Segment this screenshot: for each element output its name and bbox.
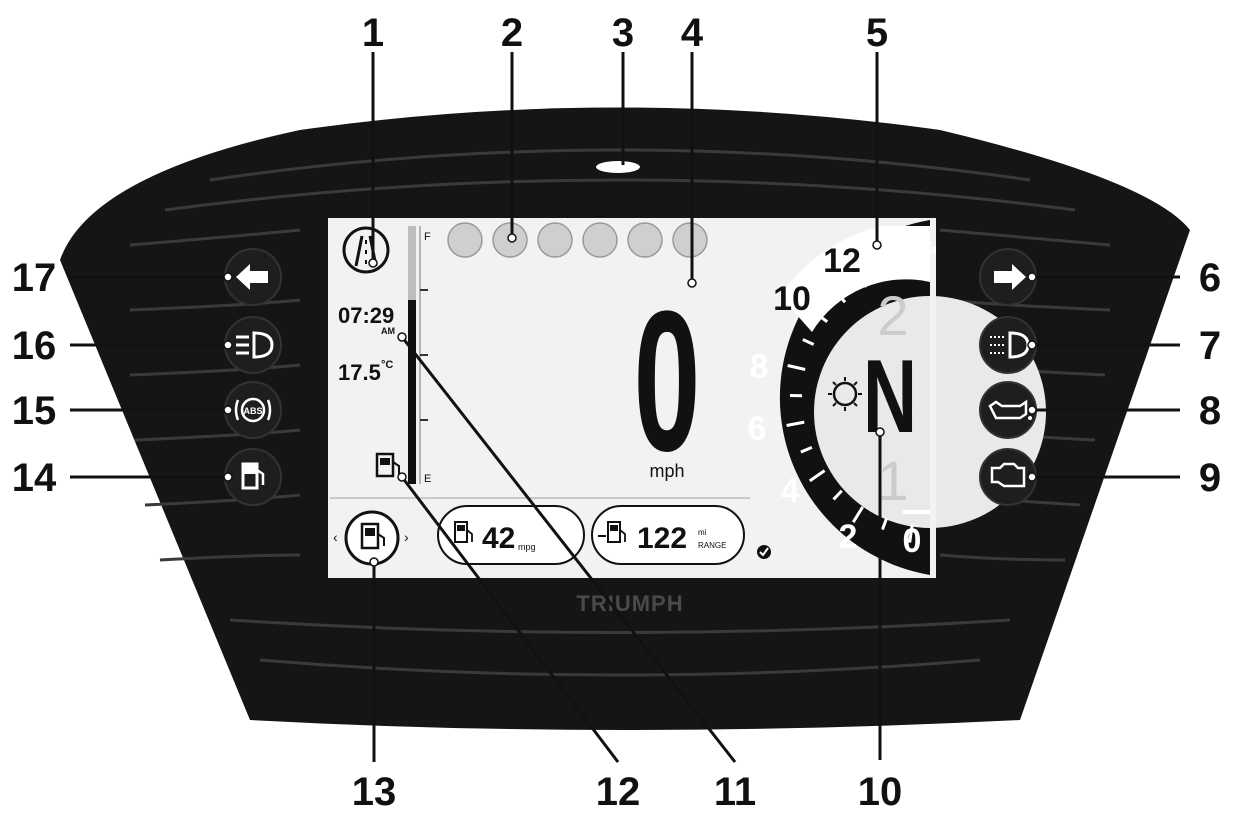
svg-text:ABS: ABS <box>243 406 262 416</box>
fuel-empty-label: E <box>424 473 431 485</box>
tacho-label-4: 4 <box>781 472 800 510</box>
clock: 07:29 <box>338 303 394 328</box>
range-tile: 122 mi RANGE <box>591 505 745 565</box>
tacho-tick <box>811 309 829 323</box>
check-icon <box>757 545 771 559</box>
fuel-pump-icon <box>454 521 473 543</box>
callout-11: 11 <box>714 770 756 814</box>
clock-suffix: AM <box>381 326 395 336</box>
tacho-tick <box>835 292 847 304</box>
temperature-unit: °C <box>381 359 393 371</box>
leader-lines <box>70 52 1180 763</box>
fuel-pump-icon <box>375 452 400 478</box>
abs-warning-icon: ABS <box>234 397 272 423</box>
callout-8: 8 <box>1199 389 1221 433</box>
callout-6: 6 <box>1199 256 1221 300</box>
chevron-left-icon: ‹ <box>333 529 338 545</box>
tacho-tick <box>800 446 813 454</box>
callout-7: 7 <box>1199 324 1221 368</box>
low-fuel-icon <box>241 462 265 490</box>
speed-unit: mph <box>649 461 684 481</box>
tacho-label-12: 12 <box>823 242 861 280</box>
rpm-label: RPM <box>912 245 936 257</box>
gear-above: 2 <box>877 284 908 347</box>
tacho-tick <box>802 338 815 346</box>
tacho-tick <box>881 517 888 531</box>
tacho-label-0: 0 <box>903 522 922 560</box>
range-unit: mi <box>698 528 707 537</box>
temperature-value: 17.5 <box>338 360 381 385</box>
range-label: RANGE <box>698 541 726 550</box>
right-warning-lamps <box>979 248 1037 506</box>
fuel-economy-unit: mpg <box>518 542 536 552</box>
shift-sun-icon <box>828 377 862 411</box>
tacho-label-14: 14 <box>893 220 931 258</box>
callout-10: 10 <box>858 770 903 814</box>
tacho-label-2: 2 <box>839 518 858 556</box>
fuel-pump-icon <box>360 522 385 550</box>
shift-lights <box>447 222 708 258</box>
fuel-full-label: F <box>424 231 431 243</box>
tacho-tick <box>913 252 919 271</box>
gear-below: 1 <box>877 449 908 512</box>
ambient-light-sensor <box>596 161 640 173</box>
tacho-tick <box>908 524 914 543</box>
fuel-pump-icon <box>598 521 626 543</box>
callout-9: 9 <box>1199 456 1221 500</box>
callout-13: 13 <box>352 770 397 814</box>
fuel-gauge: F E <box>375 226 431 485</box>
callout-17: 17 <box>12 256 57 300</box>
left-turn-indicator-icon <box>236 264 268 290</box>
tacho-label-10: 10 <box>773 280 811 318</box>
callout-5: 5 <box>866 11 888 55</box>
speed-readout: 0 <box>634 269 701 492</box>
tacho-tick <box>851 506 864 523</box>
callout-14: 14 <box>12 456 57 500</box>
fuel-economy-value: 42 <box>482 522 515 555</box>
tacho-tick <box>787 364 806 371</box>
callout-2: 2 <box>501 11 523 55</box>
tacho-tick <box>786 420 805 427</box>
tacho-label-8: 8 <box>750 348 769 386</box>
high-beam-icon <box>236 331 274 359</box>
tacho-label-6: 6 <box>748 410 767 448</box>
tacho-tick <box>856 270 868 288</box>
oil-pressure-icon <box>988 399 1032 420</box>
callout-1: 1 <box>362 11 384 55</box>
callout-12: 12 <box>596 770 641 814</box>
chevron-right-icon: › <box>404 529 409 545</box>
callout-4: 4 <box>681 11 704 55</box>
brand-logo-text: TRIUMPH <box>576 591 683 616</box>
tacho-tick <box>832 489 843 501</box>
rpm-scale: x1000 <box>898 258 926 269</box>
callout-15: 15 <box>12 389 57 433</box>
callout-3: 3 <box>612 11 634 55</box>
right-turn-indicator-icon <box>994 264 1026 290</box>
gear-readout: N <box>863 339 917 455</box>
info-selector[interactable]: ‹ › <box>333 510 409 566</box>
engine-check-icon <box>990 462 1026 488</box>
tacho-tick <box>885 264 893 277</box>
tacho-tick <box>808 469 826 483</box>
range-value: 122 <box>637 522 687 555</box>
callout-16: 16 <box>12 324 57 368</box>
